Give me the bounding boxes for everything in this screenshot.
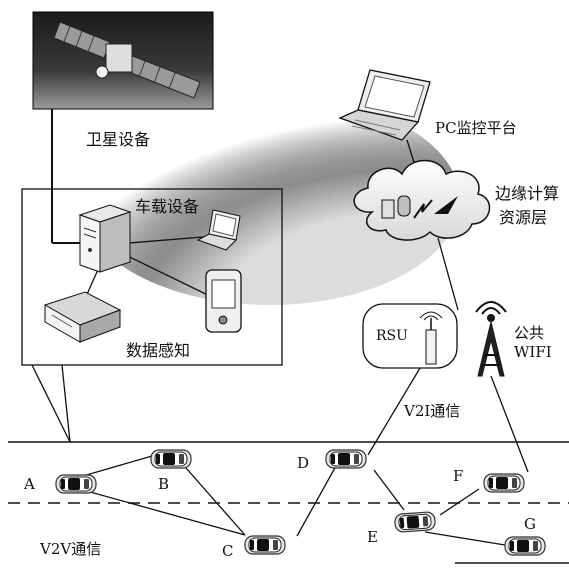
car-e-label: E [367, 528, 378, 546]
car-f [484, 474, 524, 492]
car-c-label: C [222, 542, 233, 560]
car-g-label: G [524, 515, 536, 533]
car-b [151, 450, 191, 468]
satellite-label: 卫星设备 [86, 126, 150, 150]
vehicle-equipment-label: 车载设备 [135, 193, 199, 217]
wifi-tower-icon [476, 302, 506, 376]
edge-layer-label-line2: 资源层 [499, 204, 547, 228]
handheld-device-icon [206, 270, 241, 332]
edge-layer-label-line1: 边缘计算 [495, 180, 559, 204]
v2v-label: V2V通信 [40, 538, 101, 559]
car-d-label: D [297, 454, 309, 472]
car-e [394, 512, 435, 533]
wifi-label-line1: 公共 [514, 322, 544, 343]
car-b-label: B [158, 475, 169, 493]
car-d [326, 450, 366, 468]
pc-platform-label: PC监控平台 [435, 117, 517, 138]
sensor-device-icon [45, 292, 120, 342]
car-a [56, 475, 96, 493]
car-f-label: F [453, 467, 463, 485]
car-g [505, 537, 545, 555]
data-sensing-label: 数据感知 [126, 337, 190, 361]
car-a-label: A [24, 475, 35, 493]
wifi-label-line2: WIFI [514, 343, 552, 361]
car-c [245, 536, 285, 554]
edge-cloud-icon [354, 161, 489, 241]
v2i-label: V2I通信 [404, 400, 460, 421]
server-icon [80, 205, 130, 272]
rsu-label: RSU [376, 328, 408, 344]
